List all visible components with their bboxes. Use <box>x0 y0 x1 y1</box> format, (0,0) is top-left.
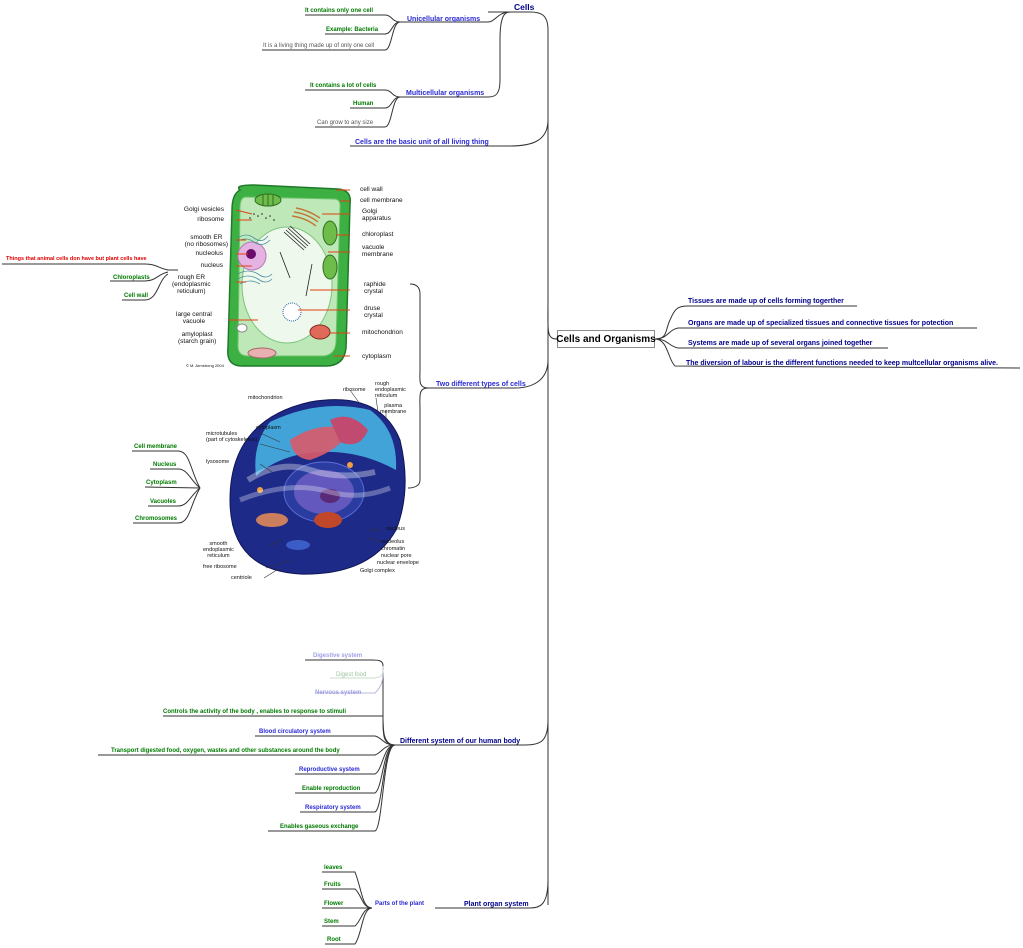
label-raphide-crystal: raphide crystal <box>364 281 386 295</box>
leaf-animal-cytoplasm[interactable]: Cytoplasm <box>146 480 177 486</box>
label-plasma-membrane: plasma membrane <box>380 403 407 415</box>
label-nucleolus: nucleolus <box>195 250 223 257</box>
plant-cell-drawing <box>227 184 351 367</box>
label-druse-crystal: druse crystal <box>364 305 383 319</box>
branch-cells[interactable]: Cells <box>514 2 535 12</box>
system-reproductive-desc[interactable]: Enable reproduction <box>302 786 361 792</box>
branch-unicellular[interactable]: Unicellular organisms <box>407 16 481 23</box>
leaf-animal-nucleus[interactable]: Nucleus <box>153 462 177 468</box>
label-golgi-apparatus: Golgi apparatus <box>362 208 391 222</box>
label-rough-er-animal: rough endoplasmic reticulum <box>375 381 406 399</box>
animal-cell-image: mitochondrion ribosome rough endoplasmic… <box>200 380 419 590</box>
system-nervous[interactable]: Nervous system <box>315 690 362 696</box>
label-smooth-er-animal: smooth endoplasmic reticulum <box>203 541 234 559</box>
branch-human-systems[interactable]: Different system of our human body <box>400 738 521 745</box>
label-credit: © M. Armstrong 2004 <box>186 363 224 368</box>
label-nucleolus-animal: nucleolus <box>381 539 405 545</box>
leaf-multicellular-3[interactable]: Can grow to any size <box>317 120 374 126</box>
label-free-ribosome: free ribosome <box>203 564 237 570</box>
animal-cell-drawing <box>229 389 406 579</box>
leaf-unicellular-3[interactable]: It is a living thing made up of only one… <box>263 43 375 49</box>
label-golgi-vesicles: Golgi vesicles <box>183 206 224 213</box>
branch-two-types[interactable]: Two different types of cells <box>436 381 526 388</box>
label-golgi-complex: Golgi complex <box>360 568 395 574</box>
label-microtubules: microtubules (part of cytoskeleton) <box>206 431 258 443</box>
right-item-tissues[interactable]: Tissues are made up of cells forming tog… <box>688 298 844 305</box>
leaf-animal-vacuoles[interactable]: Vacuoles <box>150 499 177 505</box>
branch-parts-of-plant[interactable]: Parts of the plant <box>375 901 425 907</box>
label-amyloplast: amyloplast (starch grain) <box>178 331 217 345</box>
label-ribosome: ribosome <box>197 216 224 223</box>
branch-basic-unit[interactable]: Cells are the basic unit of all living t… <box>355 139 489 146</box>
system-nervous-desc[interactable]: Controls the activity of the body , enab… <box>163 709 347 715</box>
leaf-cell-wall[interactable]: Cell wall <box>124 293 149 299</box>
system-circulatory-desc[interactable]: Transport digested food, oxygen, wastes … <box>111 748 340 754</box>
system-digestive[interactable]: Digestive system <box>313 653 363 659</box>
leaf-multicellular-1[interactable]: It contains a lot of cells <box>310 83 377 89</box>
system-digestive-desc[interactable]: Digest food <box>336 672 367 678</box>
label-large-vacuole: large central vacuole <box>176 311 212 325</box>
branch-multicellular[interactable]: Multicellular organisms <box>406 90 485 97</box>
label-ribosome-animal: ribosome <box>343 387 366 393</box>
leaf-chloroplasts[interactable]: Chloroplasts <box>113 275 150 281</box>
system-circulatory[interactable]: Blood circulatory system <box>259 729 331 735</box>
system-reproductive[interactable]: Reproductive system <box>299 767 360 773</box>
label-lysosome: lysosome <box>206 459 230 465</box>
system-respiratory[interactable]: Respiratory system <box>305 805 361 811</box>
label-chromatin: chromatin <box>381 546 406 552</box>
label-cytoplasm-animal: cytoplasm <box>256 425 281 431</box>
connector-trunk <box>529 11 558 340</box>
central-topic[interactable]: Cells and Organisms <box>556 330 656 348</box>
note-plant-only[interactable]: Things that animal cells don have but pl… <box>6 256 147 262</box>
plant-part-flower[interactable]: Flower <box>324 901 344 907</box>
label-cell-membrane: cell membrane <box>360 197 403 204</box>
right-item-systems[interactable]: Systems are made up of several organs jo… <box>688 340 873 347</box>
label-cytoplasm: cytoplasm <box>362 353 392 360</box>
label-vacuole-membrane: vacuole membrane <box>362 244 394 258</box>
leaf-unicellular-2[interactable]: Example: Bacteria <box>326 27 379 33</box>
system-respiratory-desc[interactable]: Enables gaseous exchange <box>280 824 359 830</box>
right-item-organs[interactable]: Organs are made up of specialized tissue… <box>688 320 954 327</box>
label-mitochondrion: mitochondrion <box>362 329 403 336</box>
plant-part-root[interactable]: Root <box>327 937 341 943</box>
right-item-labour[interactable]: The diversion of labour is the different… <box>686 360 998 367</box>
label-nuclear-envelope: nuclear envelope <box>377 560 419 566</box>
leaf-unicellular-1[interactable]: It contains only one cell <box>305 8 374 14</box>
label-cell-wall: cell wall <box>360 186 383 193</box>
branch-plant-organ-system[interactable]: Plant organ system <box>464 901 529 908</box>
label-nuclear-pore: nuclear pore <box>381 553 412 559</box>
label-centriole: centriole <box>231 575 252 581</box>
plant-part-stem[interactable]: Stem <box>324 919 339 925</box>
label-chloroplast: chloroplast <box>362 231 394 238</box>
label-smooth-er: smooth ER (no ribosomes) <box>184 234 228 248</box>
leaf-multicellular-2[interactable]: Human <box>353 101 374 107</box>
label-mitochondrion-animal: mitochondrion <box>248 395 283 401</box>
label-nucleus-animal: nucleus <box>386 526 405 532</box>
leaf-animal-cell-membrane[interactable]: Cell membrane <box>134 444 178 450</box>
leaf-animal-chromosomes[interactable]: Chromosomes <box>135 516 178 522</box>
plant-part-fruits[interactable]: Fruits <box>324 882 341 888</box>
plant-cell-image: cell wall cell membrane Golgi apparatus … <box>168 180 418 375</box>
label-rough-er: rough ER (endoplasmic reticulum) <box>172 274 211 295</box>
label-nucleus: nucleus <box>200 262 223 269</box>
plant-part-leaves[interactable]: leaves <box>324 865 343 871</box>
